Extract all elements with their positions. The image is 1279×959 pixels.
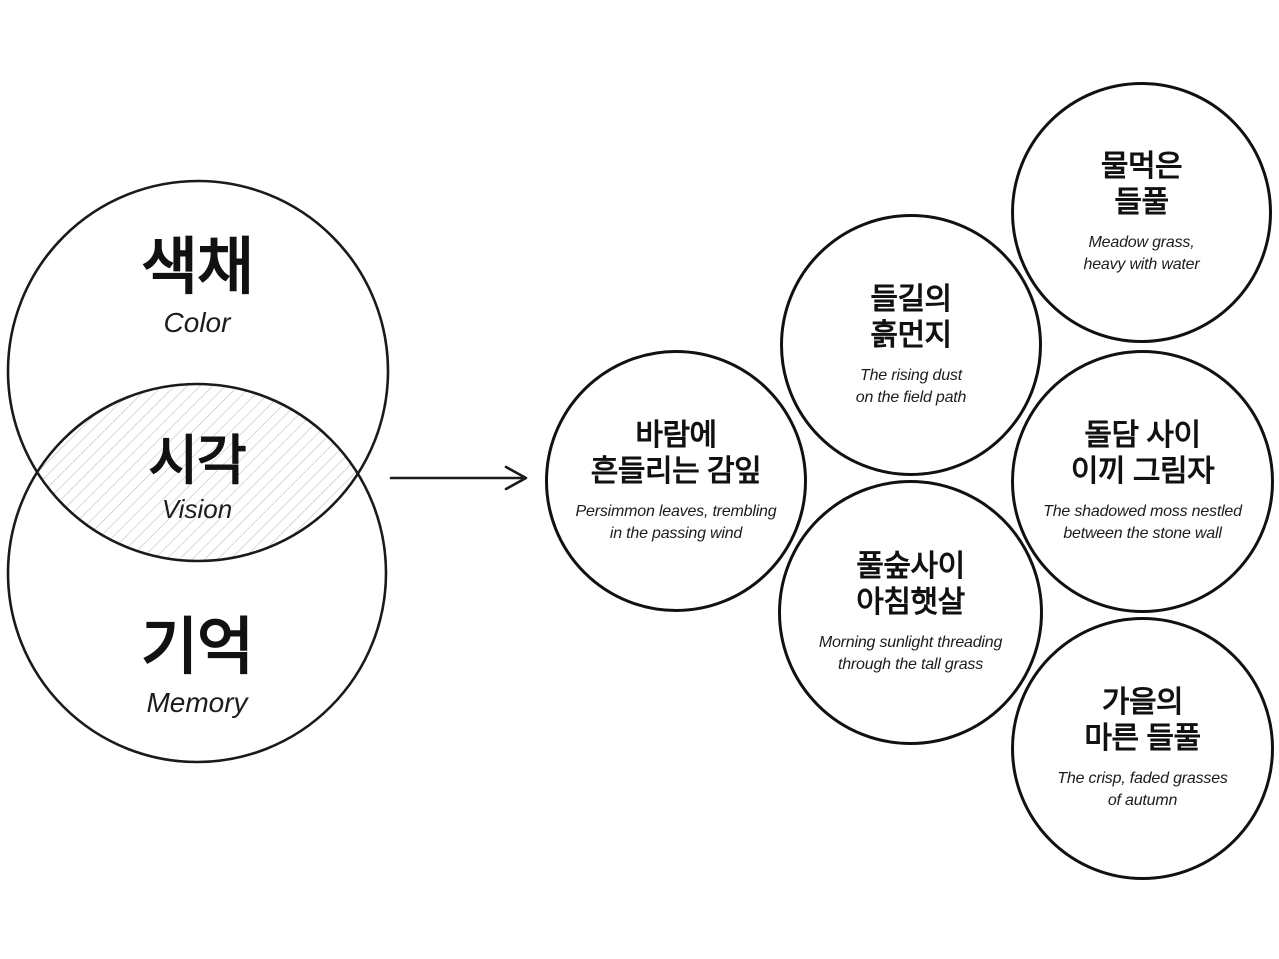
venn-intersection-hatch — [8, 384, 386, 561]
venn-color-korean: 색채 — [140, 233, 254, 302]
venn-circle-color — [6, 179, 390, 563]
bubble-subtitle: Morning sunlight threading through the t… — [818, 634, 1003, 673]
bubble-meadow-grass: 물먹은 들풀 Meadow grass, heavy with water — [1011, 82, 1272, 343]
bubble-title: 들길의 흙먼지 — [870, 282, 952, 352]
bubble-subtitle: The crisp, faded grasses of autumn — [1057, 770, 1228, 809]
bubble-title: 풀숲사이 아침햇살 — [856, 550, 965, 620]
venn-color-english: Color — [163, 307, 231, 338]
venn-label-color: 색채 Color — [17, 237, 377, 339]
bubble-subtitle: The rising dust on the field path — [855, 366, 967, 406]
bubble-persimmon-leaves: 바람에 흔들리는 감잎 Persimmon leaves, trembling … — [545, 350, 807, 612]
venn-memory-korean: 기억 — [140, 613, 254, 682]
bubble-moss-shadow: 돌담 사이 이끼 그림자 The shadowed moss nestled b… — [1011, 350, 1274, 613]
venn-circle-memory — [6, 382, 388, 764]
bubble-autumn-grasses: 가을의 마른 들풀 The crisp, faded grasses of au… — [1011, 617, 1274, 880]
bubble-title: 가을의 마른 들풀 — [1084, 686, 1201, 756]
arrow-right-icon — [389, 465, 528, 491]
bubble-field-dust: 들길의 흙먼지 The rising dust on the field pat… — [780, 214, 1042, 476]
bubble-morning-sunlight: 풀숲사이 아침햇살 Morning sunlight threading thr… — [778, 480, 1043, 745]
bubble-title: 바람에 흔들리는 감잎 — [590, 418, 762, 488]
bubble-subtitle: Persimmon leaves, trembling in the passi… — [575, 502, 777, 542]
bubble-subtitle: The shadowed moss nestled between the st… — [1043, 503, 1242, 542]
venn-vision-korean: 시각 — [148, 431, 246, 491]
venn-memory-english: Memory — [146, 687, 248, 718]
bubble-title: 돌담 사이 이끼 그림자 — [1070, 419, 1215, 489]
venn-label-vision: 시각 Vision — [17, 434, 377, 524]
bubble-title: 물먹은 들풀 — [1100, 150, 1183, 220]
venn-vision-english: Vision — [161, 494, 233, 524]
bubble-subtitle: Meadow grass, heavy with water — [1083, 234, 1200, 273]
venn-label-memory: 기억 Memory — [17, 617, 377, 719]
